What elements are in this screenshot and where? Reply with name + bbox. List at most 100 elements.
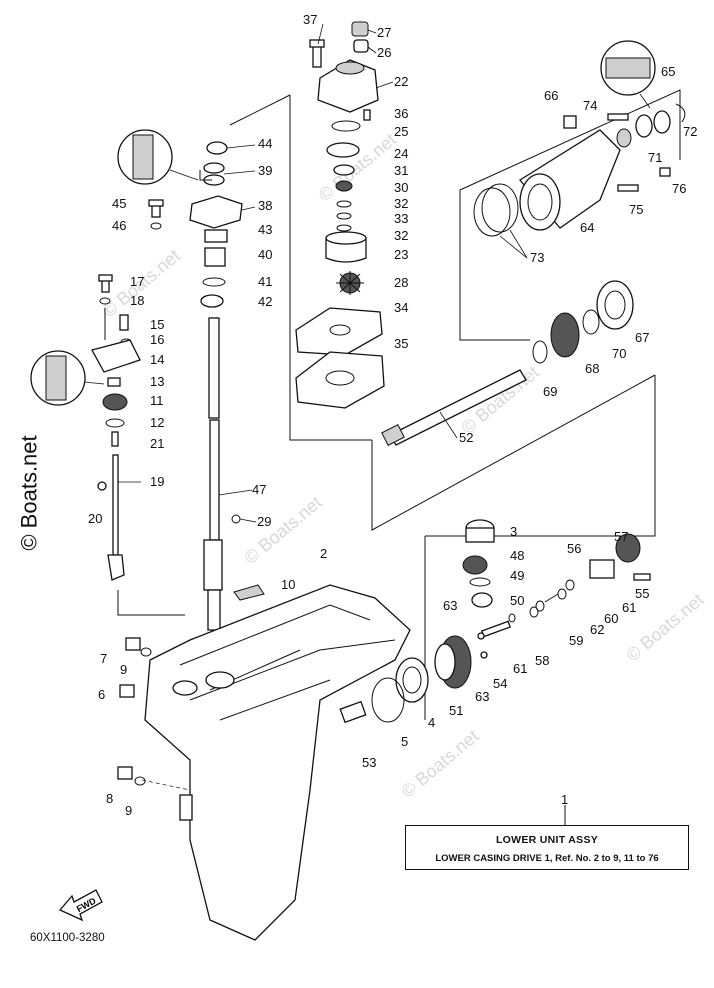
callout: 48 bbox=[510, 548, 524, 563]
callout: 45 bbox=[112, 196, 126, 211]
callout: 43 bbox=[258, 222, 272, 237]
callout: 26 bbox=[377, 45, 391, 60]
callout: 42 bbox=[258, 294, 272, 309]
callout: 65 bbox=[661, 64, 675, 79]
callout: 29 bbox=[257, 514, 271, 529]
callout: 13 bbox=[150, 374, 164, 389]
callout: 49 bbox=[510, 568, 524, 583]
callout: 9 bbox=[125, 803, 132, 818]
assembly-subtitle: LOWER CASING DRIVE 1, Ref. No. 2 to 9, 1… bbox=[435, 853, 659, 864]
water-pump-group bbox=[229, 21, 385, 441]
callout: 33 bbox=[394, 211, 408, 226]
callout: 30 bbox=[394, 180, 408, 195]
callout: 69 bbox=[543, 384, 557, 399]
callout: 35 bbox=[394, 336, 408, 351]
side-watermark: © Boats.net bbox=[16, 435, 42, 551]
callout: 38 bbox=[258, 198, 272, 213]
callout: 17 bbox=[130, 274, 144, 289]
callout: 55 bbox=[635, 586, 649, 601]
callout: 3 bbox=[510, 524, 517, 539]
callout: 40 bbox=[258, 247, 272, 262]
callout: 9 bbox=[120, 662, 127, 677]
callout: 22 bbox=[394, 74, 408, 89]
callout: 74 bbox=[583, 98, 597, 113]
callout: 21 bbox=[150, 436, 164, 451]
callout: 54 bbox=[493, 676, 507, 691]
callout: 59 bbox=[569, 633, 583, 648]
callout: 56 bbox=[567, 541, 581, 556]
lower-casing bbox=[117, 584, 411, 941]
callout: 5 bbox=[401, 734, 408, 749]
propeller-shaft-group bbox=[371, 369, 656, 537]
callout: 1 bbox=[561, 792, 568, 807]
callout: 61 bbox=[622, 600, 636, 615]
callout: 53 bbox=[362, 755, 376, 770]
shift-rod-group bbox=[30, 199, 164, 581]
gear-shift-group bbox=[339, 519, 651, 826]
callout: 15 bbox=[150, 317, 164, 332]
callout: 36 bbox=[394, 106, 408, 121]
watermark-tiles: © Boats.net © Boats.net © Boats.net © Bo… bbox=[99, 129, 708, 802]
callout: 12 bbox=[150, 415, 164, 430]
callout: 61 bbox=[513, 661, 527, 676]
callout: 31 bbox=[394, 163, 408, 178]
callout: 6 bbox=[98, 687, 105, 702]
callout: 46 bbox=[112, 218, 126, 233]
callout: 20 bbox=[88, 511, 102, 526]
callout: 58 bbox=[535, 653, 549, 668]
callout: 73 bbox=[530, 250, 544, 265]
callout: 32 bbox=[394, 196, 408, 211]
callout: 28 bbox=[394, 275, 408, 290]
watermark-tile: © Boats.net bbox=[315, 129, 400, 205]
callout: 75 bbox=[629, 202, 643, 217]
callout: 71 bbox=[648, 150, 662, 165]
callout: 8 bbox=[106, 791, 113, 806]
callout: 34 bbox=[394, 300, 408, 315]
catalog-code: 60X1100-3280 bbox=[30, 932, 105, 944]
drive-shaft-group bbox=[117, 129, 243, 631]
callout: 41 bbox=[258, 274, 272, 289]
watermark-tile: © Boats.net bbox=[397, 726, 482, 802]
callout: 57 bbox=[614, 529, 628, 544]
callout: 47 bbox=[252, 482, 266, 497]
callout-labels: 37 27 26 22 36 25 24 31 30 32 33 32 23 2… bbox=[88, 12, 697, 818]
callout: 76 bbox=[672, 181, 686, 196]
callout: 39 bbox=[258, 163, 272, 178]
callout: 10 bbox=[281, 577, 295, 592]
callout: 52 bbox=[459, 430, 473, 445]
callout: 14 bbox=[150, 352, 164, 367]
callout: 4 bbox=[428, 715, 435, 730]
callout: 62 bbox=[590, 622, 604, 637]
callout: 7 bbox=[100, 651, 107, 666]
callout: 67 bbox=[635, 330, 649, 345]
callout: 27 bbox=[377, 25, 391, 40]
callout: 37 bbox=[303, 12, 317, 27]
callout: 19 bbox=[150, 474, 164, 489]
watermark-tile: © Boats.net bbox=[240, 492, 325, 568]
forward-arrow-icon: FWD bbox=[58, 889, 103, 922]
callout: 18 bbox=[130, 293, 144, 308]
callout: 25 bbox=[394, 124, 408, 139]
callout: 24 bbox=[394, 146, 408, 161]
callout: 32 bbox=[394, 228, 408, 243]
callout: 63 bbox=[475, 689, 489, 704]
assembly-title: LOWER UNIT ASSY bbox=[495, 834, 599, 846]
callout: 63 bbox=[443, 598, 457, 613]
callout: 72 bbox=[683, 124, 697, 139]
callout: 64 bbox=[580, 220, 594, 235]
callout: 11 bbox=[150, 393, 164, 408]
prop-shaft-housing-group bbox=[459, 40, 686, 364]
callout: 16 bbox=[150, 332, 164, 347]
callout: 68 bbox=[585, 361, 599, 376]
callout: 50 bbox=[510, 593, 524, 608]
callout: 66 bbox=[544, 88, 558, 103]
callout: 44 bbox=[258, 136, 272, 151]
callout: 23 bbox=[394, 247, 408, 262]
assembly-title-box: LOWER UNIT ASSY LOWER CASING DRIVE 1, Re… bbox=[405, 825, 689, 870]
callout: 60 bbox=[604, 611, 618, 626]
leader-lines bbox=[118, 23, 566, 826]
callout: 70 bbox=[612, 346, 626, 361]
callout: 51 bbox=[449, 703, 463, 718]
callout: 2 bbox=[320, 546, 327, 561]
